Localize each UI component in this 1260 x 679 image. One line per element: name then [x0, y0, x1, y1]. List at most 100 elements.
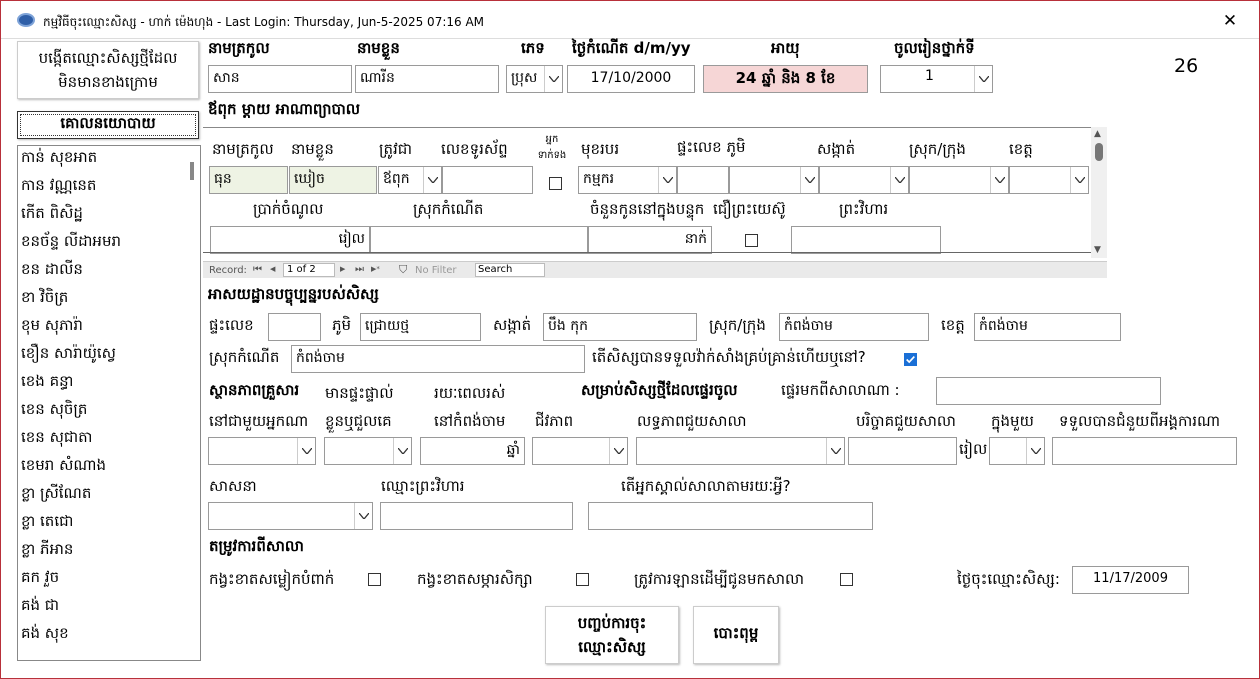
relation-value: ឪពុក [383, 171, 410, 187]
per-select[interactable] [989, 437, 1045, 465]
own-rent-select[interactable] [324, 437, 412, 465]
nav-record-label: Record: [209, 265, 247, 276]
list-item[interactable]: កាន វណ្ណនេត [21, 176, 97, 194]
lastname-input[interactable]: សាន [208, 65, 352, 93]
finish-line2: ឈ្មោះសិស្ស [578, 638, 646, 656]
close-button[interactable]: ✕ [1222, 11, 1238, 31]
chevron-down-icon [1026, 438, 1044, 464]
parent-lastname[interactable]: ធុន [209, 166, 288, 194]
list-item[interactable]: ខេន សុចិត្រ [21, 400, 88, 418]
chevron-down-icon [544, 66, 562, 92]
nav-position[interactable]: 1 of 2 [283, 263, 335, 277]
nav-first-icon[interactable]: ⏮ [253, 264, 262, 275]
col-job: មុខរបរ [581, 140, 620, 158]
need-transport-checkbox[interactable] [840, 573, 853, 586]
chevron-down-icon [609, 438, 627, 464]
policy-button[interactable]: គោលនយោបាយ [17, 111, 199, 139]
parent-house[interactable] [677, 166, 729, 194]
chevron-down-icon [1070, 167, 1088, 193]
scroll-up-icon[interactable]: ▲ [1094, 129, 1101, 139]
parent-relation-select[interactable]: ឪពុក [378, 166, 442, 194]
christian-checkbox[interactable] [745, 234, 758, 247]
finish-registration-button[interactable]: បញ្ចប់ការចុះ ឈ្មោះសិស្ស [545, 606, 679, 664]
live-kc-label: នៅកំពង់ចាម [434, 412, 506, 430]
district-input[interactable]: កំពង់ចាម [779, 313, 929, 341]
live-kc-input[interactable]: ឆ្នាំ [420, 437, 525, 465]
nav-prev-icon[interactable]: ◀ [270, 265, 276, 273]
parent-birthplace[interactable] [370, 226, 588, 254]
list-item[interactable]: ខ្លា ភីអាន [21, 540, 74, 558]
religion-label: សាសនា [209, 477, 257, 495]
nav-filter[interactable]: No Filter [415, 265, 457, 276]
need-uniform-checkbox[interactable] [368, 573, 381, 586]
livelihood-label: ជីវភាព [535, 412, 574, 430]
need-supplies-checkbox[interactable] [576, 573, 589, 586]
dob-input[interactable]: 17/10/2000 [567, 65, 695, 93]
receive-support-input[interactable] [1052, 437, 1237, 465]
live-with-select[interactable] [208, 437, 316, 465]
vaccine-checkbox[interactable] [904, 353, 917, 366]
nav-new-icon[interactable]: ▶* [371, 265, 380, 273]
list-item[interactable]: កើត ពិសិដ្ឋ [21, 204, 83, 222]
how-know-input[interactable] [588, 502, 873, 530]
nav-next-icon[interactable]: ▶ [340, 265, 346, 273]
list-item[interactable]: កាន់ សុខអាត [21, 148, 98, 166]
donate-input[interactable] [848, 437, 957, 465]
parent-province-select[interactable] [1009, 166, 1089, 194]
parent-commune-select[interactable] [819, 166, 909, 194]
list-item[interactable]: ខា វិចិត្រ [21, 288, 69, 306]
list-item[interactable]: ខុម សុភារ៉ា [21, 316, 83, 334]
parent-church[interactable] [791, 226, 941, 254]
grade-select[interactable]: 1 [880, 65, 993, 93]
nav-last-icon[interactable]: ⏭ [355, 264, 364, 275]
transfer-from-input[interactable] [936, 377, 1161, 405]
scrollbar-thumb[interactable] [1095, 143, 1103, 161]
reg-date-input[interactable]: 11/17/2009 [1072, 566, 1189, 594]
religion-select[interactable] [208, 502, 373, 530]
print-button[interactable]: បោះពុម្ព [693, 606, 779, 664]
list-item[interactable]: ខ្លា ស្រីណែត [21, 484, 92, 502]
list-item[interactable]: ខេមរា សំណាង [21, 456, 106, 474]
list-item[interactable]: ខនច័ន្ទ លីដាអមរា [21, 232, 121, 250]
chevron-down-icon [800, 167, 818, 193]
list-item[interactable]: ខ្លា តេជោ [21, 512, 74, 530]
app-logo-icon [17, 13, 35, 27]
province-input[interactable]: កំពង់ចាម [974, 313, 1121, 341]
chevron-down-icon [658, 167, 676, 193]
parent-income[interactable]: រៀល [210, 226, 370, 254]
firstname-input[interactable]: ណារីន [355, 65, 499, 93]
list-item[interactable]: ខន ដាលីន [21, 260, 83, 278]
commune-input[interactable]: បឹង កុក [543, 313, 697, 341]
house-input[interactable] [268, 313, 321, 341]
list-item[interactable]: ខេង គន្ធា [21, 372, 74, 390]
parent-village-select[interactable] [729, 166, 819, 194]
parents-subform: នាមត្រកូល នាមខ្លួន ត្រូវជា លេខទូរស័ព្ទ អ… [203, 127, 1107, 277]
parent-district-select[interactable] [909, 166, 1009, 194]
list-scrollbar-thumb[interactable] [190, 162, 194, 180]
address-section-title: អាសយដ្ឋានបច្ចុប្បន្នរបស់សិស្ស [208, 285, 379, 303]
new-student-button[interactable]: បង្កើតឈ្មោះសិស្សថ្មីដែល មិនមានខាងក្រោម [17, 41, 199, 99]
livelihood-select[interactable] [532, 437, 628, 465]
list-item[interactable]: គង់ សុខ [21, 624, 69, 642]
list-item[interactable]: គក វួច [21, 568, 60, 586]
parent-phone[interactable] [442, 166, 533, 194]
list-item[interactable]: ខឿន សារ៉ាយ៉ូស្វេ [21, 344, 116, 362]
list-item[interactable]: គង់ ជា [21, 596, 60, 614]
parent-children[interactable]: នាក់ [588, 226, 712, 254]
per-label: ក្នុងមួយ [991, 412, 1034, 430]
list-item[interactable]: ខេន សុជាតា [21, 428, 93, 446]
scroll-down-icon[interactable]: ▼ [1094, 245, 1101, 255]
student-list[interactable]: កាន់ សុខអាតកាន វណ្ណនេតកើត ពិសិដ្ឋខនច័ន្ទ… [17, 145, 201, 661]
parent-job-select[interactable]: កម្មករ [578, 166, 677, 194]
gender-select[interactable]: ប្រុស [506, 65, 563, 93]
contact-checkbox[interactable] [549, 177, 562, 190]
house-label: ផ្ទះលេខ [209, 316, 254, 334]
birthplace-label: ស្រុកកំណើត [209, 348, 280, 366]
parent-firstname[interactable]: ឃៀច [289, 166, 377, 194]
birthplace-input[interactable]: កំពង់ចាម [291, 345, 585, 373]
nav-search-input[interactable]: Search [475, 263, 545, 277]
ability-help-select[interactable] [636, 437, 845, 465]
church-name-input[interactable] [380, 502, 573, 530]
subform-scrollbar[interactable]: ▲ ▼ [1091, 127, 1107, 258]
village-input[interactable]: ជ្រោយថ្ម [360, 313, 481, 341]
